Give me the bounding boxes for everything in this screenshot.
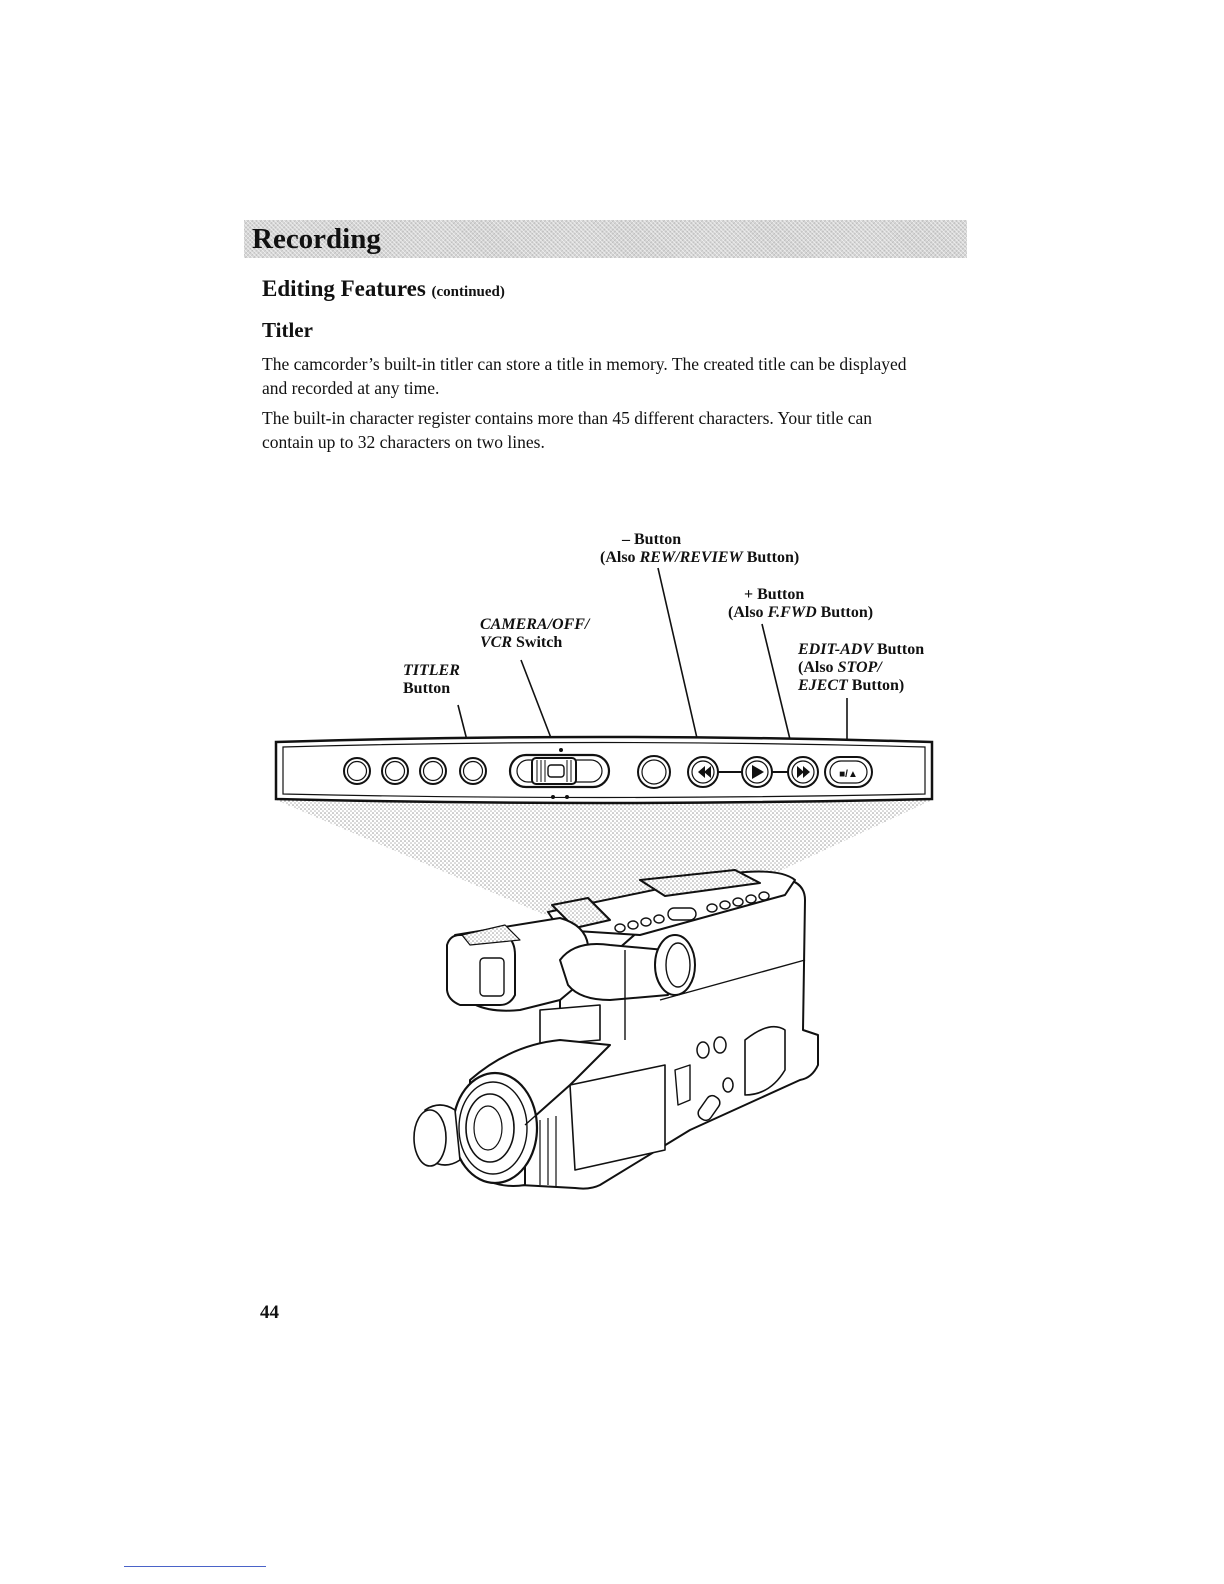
round-button [381,757,409,785]
heading-subtitle: (continued) [431,284,505,300]
page-heading: Editing Features (continued) [262,276,505,302]
fast-forward-button [787,756,819,788]
play-button [741,756,773,788]
page-number: 44 [260,1302,279,1323]
section-banner: Recording [244,220,967,258]
svg-text:■/▲: ■/▲ [839,769,858,780]
round-button [419,757,447,785]
plus-button-label: + Button (Also F.FWD Button) [728,586,874,621]
camera-off-vcr-switch [508,748,611,799]
zoom-projection [276,800,932,915]
paragraph: The camcorder’s built-in titler can stor… [262,354,907,398]
paragraph: The built-in character register contains… [262,408,872,452]
round-button [637,755,671,789]
camcorder-body [413,869,819,1190]
minus-button-label: – Button (Also REW/REVIEW Button) [600,531,800,566]
titler-button-label: TITLER Button [403,662,460,697]
stop-eject-button: ■/▲ [824,756,873,788]
footer-divider [124,1566,266,1567]
panel-buttons [343,757,487,785]
transport-buttons: ■/▲ [687,756,873,788]
titler-button [459,757,487,785]
heading-title: Editing Features [262,276,426,301]
rewind-button [687,756,719,788]
camera-vcr-switch-label: CAMERA/OFF/ VCR Switch [480,616,590,651]
section-title: Recording [252,223,381,255]
round-button [343,757,371,785]
edit-adv-button-label: EDIT-ADV Button (Also STOP/ EJECT Button… [798,641,925,694]
subheading: Titler [262,318,313,342]
callout-leader-lines [457,567,848,761]
